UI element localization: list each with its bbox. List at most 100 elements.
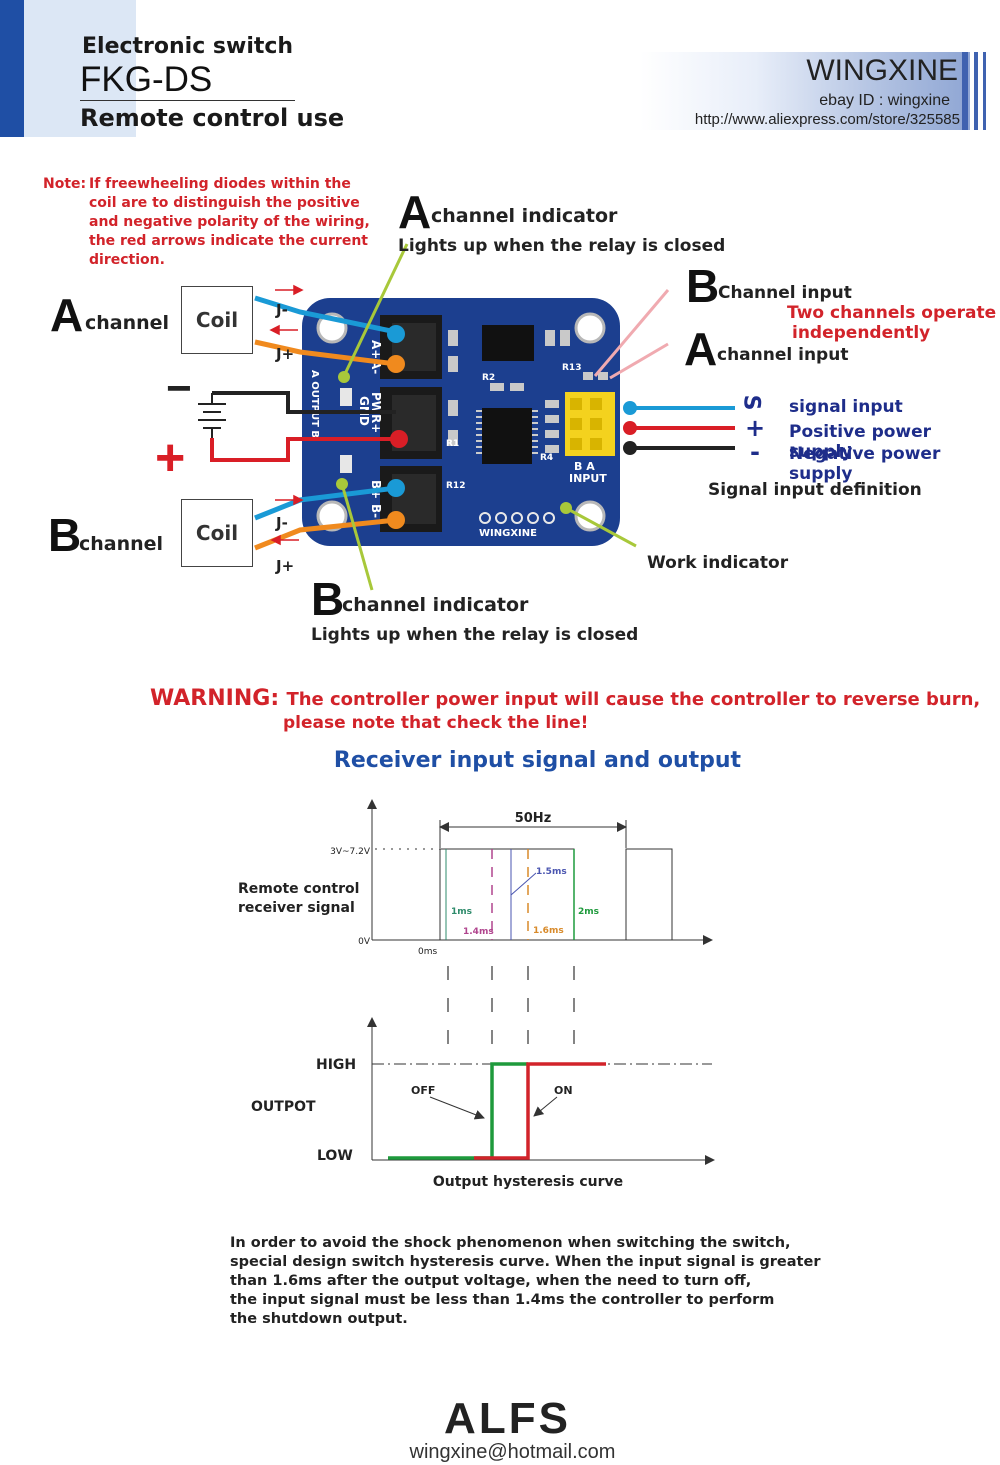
warning-label: WARNING: xyxy=(150,686,280,711)
independent-note: Two channels operate independently xyxy=(787,303,996,343)
mount-hole xyxy=(316,500,348,532)
label-1-5ms: 1.5ms xyxy=(536,867,567,877)
silk-r12: R12 xyxy=(446,481,465,491)
signal-definition: Signal input definition xyxy=(708,480,922,500)
brand-banner-bar xyxy=(974,52,978,130)
wire-a-plus xyxy=(254,339,397,367)
note-line: the red arrows indicate the current xyxy=(89,233,368,249)
a-indicator-label: channel indicator xyxy=(431,205,618,227)
sig-symbol-plus: + xyxy=(745,414,766,442)
independent-line: independently xyxy=(792,323,931,343)
title-underline xyxy=(80,100,295,101)
note-line: direction. xyxy=(89,252,165,268)
terminal-pwr xyxy=(390,430,408,448)
a-input-label: channel input xyxy=(717,345,849,365)
b-channel-label: channel xyxy=(79,533,164,555)
note-line: and negative polarity of the wiring, xyxy=(89,214,370,230)
coil-b: Coil xyxy=(181,499,253,567)
battery-plus: + xyxy=(155,429,186,487)
silk-ba: B A xyxy=(574,460,595,473)
led-a xyxy=(340,388,352,406)
zero-ms-label: 0ms xyxy=(418,947,437,957)
work-indicator-label: Work indicator xyxy=(647,553,789,573)
header-accent-panel xyxy=(24,0,136,137)
sig-label-signal: signal input xyxy=(789,397,903,417)
timing-diagram: 50Hz 3V~7.2V 0V 0ms 1ms 1.4ms 1.5ms 1.6m… xyxy=(238,799,715,1190)
led-b xyxy=(340,455,352,473)
a-indicator-sub: Lights up when the relay is closed xyxy=(398,236,726,256)
header-accent-bar xyxy=(0,0,24,137)
wire-a-minus xyxy=(254,295,397,335)
battery-icon xyxy=(198,393,226,438)
coil-a: Coil xyxy=(181,286,253,354)
pointer-b-indicator xyxy=(340,483,374,591)
note-prefix: Note: xyxy=(43,176,87,192)
coil-a-j-minus: J- xyxy=(276,301,288,319)
model-title: FKG-DS xyxy=(80,60,213,99)
brand-name: WINGXINE xyxy=(806,54,958,87)
b-indicator-letter: B xyxy=(311,573,345,625)
b-input-letter: B xyxy=(686,260,720,312)
wire-gnd xyxy=(212,391,396,414)
section-title: Receiver input signal and output xyxy=(333,748,742,773)
output-ylabel: OUTPOT xyxy=(251,1099,316,1115)
silk-input: INPUT xyxy=(569,472,607,485)
store-url[interactable]: http://www.aliexpress.com/store/325585 xyxy=(694,111,960,128)
sig-label-vcc: Positive power supply xyxy=(789,422,932,462)
sig-symbol-s: S xyxy=(738,394,764,411)
brand-banner xyxy=(640,52,970,130)
label-1-6ms: 1.6ms xyxy=(533,926,564,936)
output-caption: Output hysteresis curve xyxy=(433,1174,623,1190)
silk-b-minus: B- xyxy=(369,504,383,518)
a-channel-label: channel xyxy=(85,312,170,334)
signal-ylabel-1: Remote control xyxy=(238,881,359,897)
wiring-diagram: A+ A- PWR+ GND B+ B- A OUTPUT B R13 R1 R… xyxy=(198,243,735,591)
note-line: coil are to distinguish the positive xyxy=(89,195,360,211)
ic-chip xyxy=(482,325,534,361)
b-indicator-label: channel indicator xyxy=(342,594,529,616)
mcu-chip xyxy=(482,408,532,464)
a-indicator-letter: A xyxy=(398,186,432,238)
pointer-a-indicator xyxy=(342,243,409,377)
note-line: If freewheeling diodes within the xyxy=(89,176,351,192)
on-curve xyxy=(474,1062,606,1160)
coil-b-j-plus: J+ xyxy=(276,557,295,575)
pulse-waveform xyxy=(439,848,673,941)
brand-banner-bar xyxy=(983,52,986,130)
header-subtitle: Electronic switch xyxy=(82,34,294,59)
header-usage: Remote control use xyxy=(80,104,345,132)
warning-line1: WARNING: The controller power input will… xyxy=(150,686,980,711)
label-1ms: 1ms xyxy=(451,907,472,917)
silk-output: A OUTPUT B xyxy=(309,370,320,438)
projection-lines xyxy=(447,966,575,1060)
terminal-b-minus xyxy=(387,479,405,497)
label-2ms: 2ms xyxy=(578,907,599,917)
label-1-4ms: 1.4ms xyxy=(463,927,494,937)
level-label: 3V~7.2V xyxy=(330,847,371,857)
hysteresis-explanation: In order to avoid the shock phenomenon w… xyxy=(230,1235,821,1327)
coil-a-j-plus: J+ xyxy=(276,345,295,363)
silk-r13: R13 xyxy=(562,363,581,373)
note-text: If freewheeling diodes within the coil a… xyxy=(89,175,370,270)
mount-hole xyxy=(574,312,606,344)
battery-minus: − xyxy=(166,364,192,413)
b-channel-letter: B xyxy=(48,509,82,561)
pointer-b-input xyxy=(593,289,670,377)
warning-line2: please note that check the line! xyxy=(283,713,589,733)
wire-b-plus xyxy=(254,517,397,551)
a-channel-letter: A xyxy=(50,289,84,341)
terminal-a-minus xyxy=(387,325,405,343)
ebay-id: ebay ID : wingxine xyxy=(819,92,950,109)
high-label: HIGH xyxy=(316,1057,356,1073)
terminal-a-plus xyxy=(387,355,405,373)
freq-label: 50Hz xyxy=(515,811,552,826)
signal-ylabel-2: receiver signal xyxy=(238,900,355,916)
sig-symbol-minus: - xyxy=(750,438,760,466)
footer-brand: ALFS xyxy=(444,1394,571,1443)
a-input-letter: A xyxy=(684,323,718,375)
pointer-work xyxy=(565,506,637,548)
on-label: ON xyxy=(554,1084,573,1097)
mount-hole xyxy=(574,500,606,532)
silk-a-plus: A+ xyxy=(369,340,383,359)
footer-email[interactable]: wingxine@hotmail.com xyxy=(409,1441,616,1463)
